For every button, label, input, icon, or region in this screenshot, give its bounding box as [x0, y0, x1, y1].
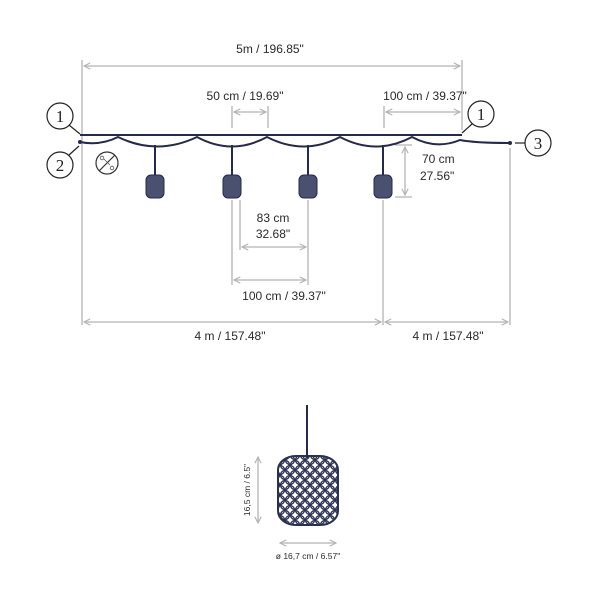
- scalloped-cable: [79, 135, 511, 148]
- pendant-gap-cm: 83 cm: [257, 211, 290, 225]
- pendant: [145, 145, 165, 199]
- total-length-label: 5m / 196.85": [236, 42, 304, 56]
- svg-text:3: 3: [534, 134, 543, 153]
- pendant: [222, 145, 242, 199]
- callout-2: 2: [46, 145, 80, 179]
- callout-3: 3: [515, 129, 552, 157]
- pendant: [298, 145, 318, 199]
- lamp-height-label: 16,5 cm / 6.5": [242, 464, 252, 516]
- guide-lines: [81, 60, 511, 325]
- callout-1-right: 1: [461, 100, 495, 134]
- pendants: [145, 145, 393, 199]
- svg-text:1: 1: [56, 107, 65, 126]
- drop-height-cm: 70 cm: [422, 152, 455, 166]
- no-cut-scissors-icon: [95, 151, 119, 175]
- svg-text:1: 1: [477, 105, 486, 124]
- lamp-shade: [277, 455, 339, 526]
- cable-end-left: [78, 140, 82, 144]
- lamp-detail: 16,5 cm / 6.5" ø 16,7 cm / 6.57": [242, 405, 340, 561]
- pendant-spacing-label: 100 cm / 39.37": [242, 289, 326, 303]
- long-spacing-top-label: 100 cm / 39.37": [383, 89, 467, 103]
- lamp-diameter-label: ø 16,7 cm / 6.57": [276, 551, 340, 561]
- svg-text:2: 2: [56, 156, 65, 175]
- lead-left-label: 4 m / 157.48": [195, 329, 266, 343]
- pendant: [373, 145, 393, 199]
- drop-height-in: 27.56": [420, 169, 454, 183]
- callout-1-left: 1: [46, 102, 81, 135]
- pendant-gap-in: 32.68": [256, 227, 290, 241]
- short-spacing-label: 50 cm / 19.69": [207, 89, 284, 103]
- lead-right-label: 4 m / 157.48": [413, 329, 484, 343]
- cable-end-right: [508, 141, 512, 145]
